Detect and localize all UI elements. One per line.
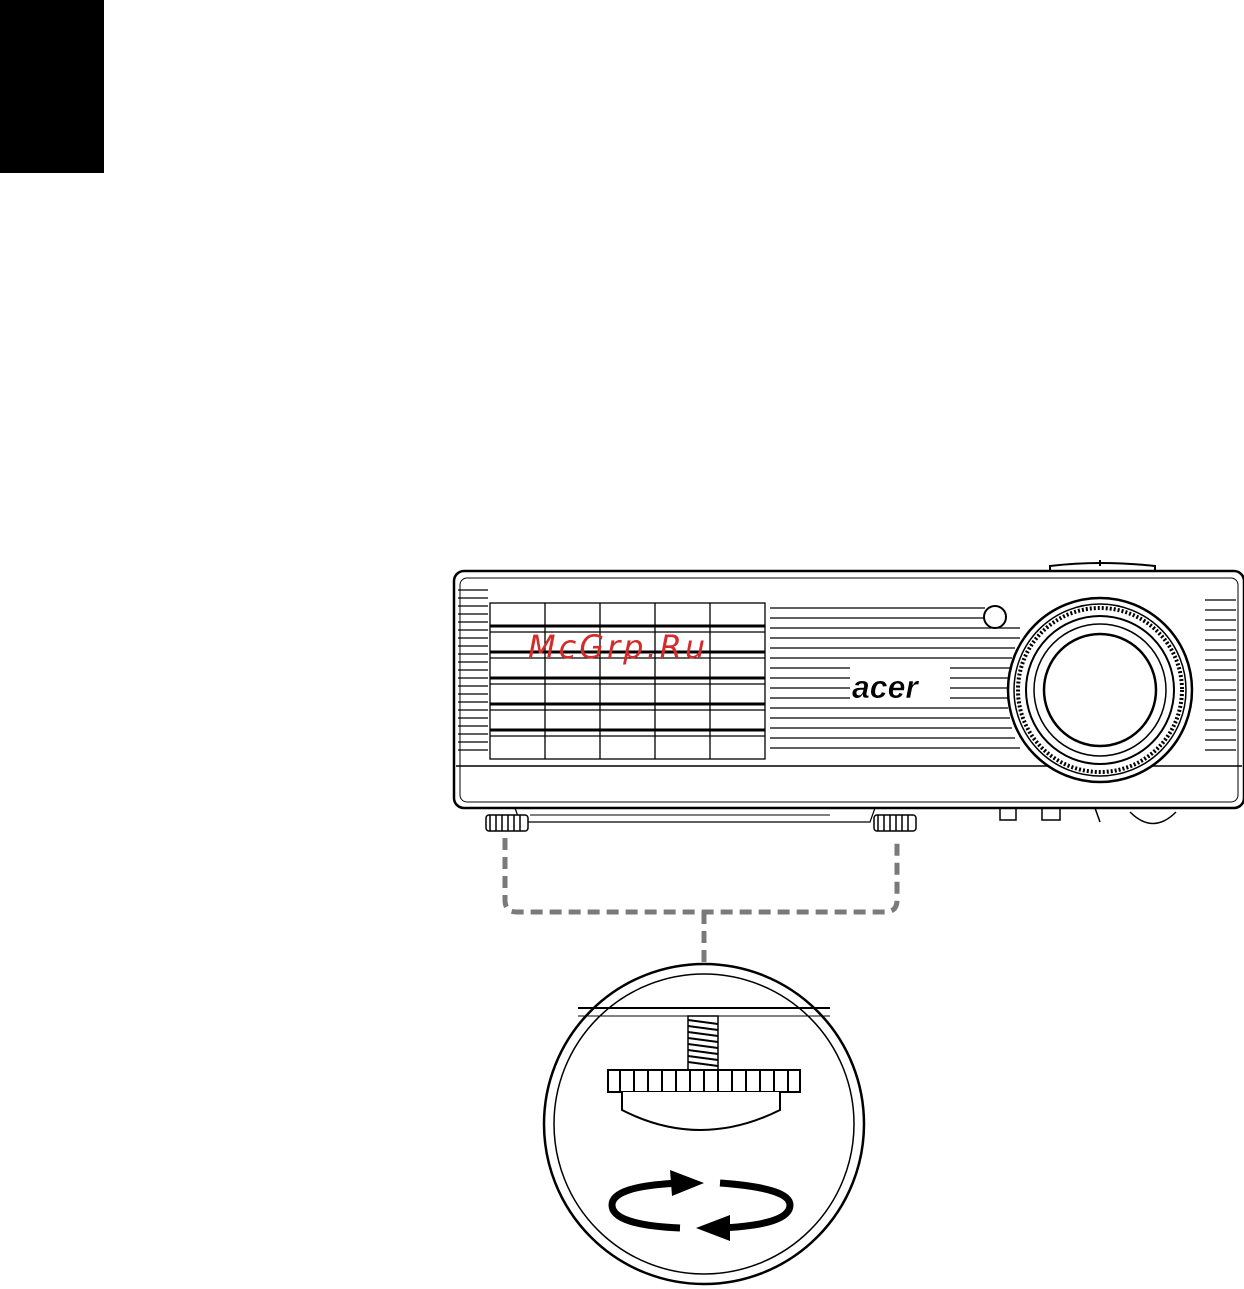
projector-feet xyxy=(486,815,916,831)
acer-logo: acer xyxy=(850,670,946,704)
projector-drawing xyxy=(454,560,1244,824)
detail-magnifier-circle xyxy=(544,964,864,1284)
dashed-connector xyxy=(505,838,897,965)
right-side-vents xyxy=(1205,600,1236,750)
left-side-vents xyxy=(458,590,488,750)
watermark-text: McGrp.Ru xyxy=(528,628,708,666)
svg-text:acer: acer xyxy=(852,670,919,704)
front-grille xyxy=(490,603,765,759)
ir-sensor xyxy=(984,606,1006,628)
lens-assembly xyxy=(1008,598,1192,782)
